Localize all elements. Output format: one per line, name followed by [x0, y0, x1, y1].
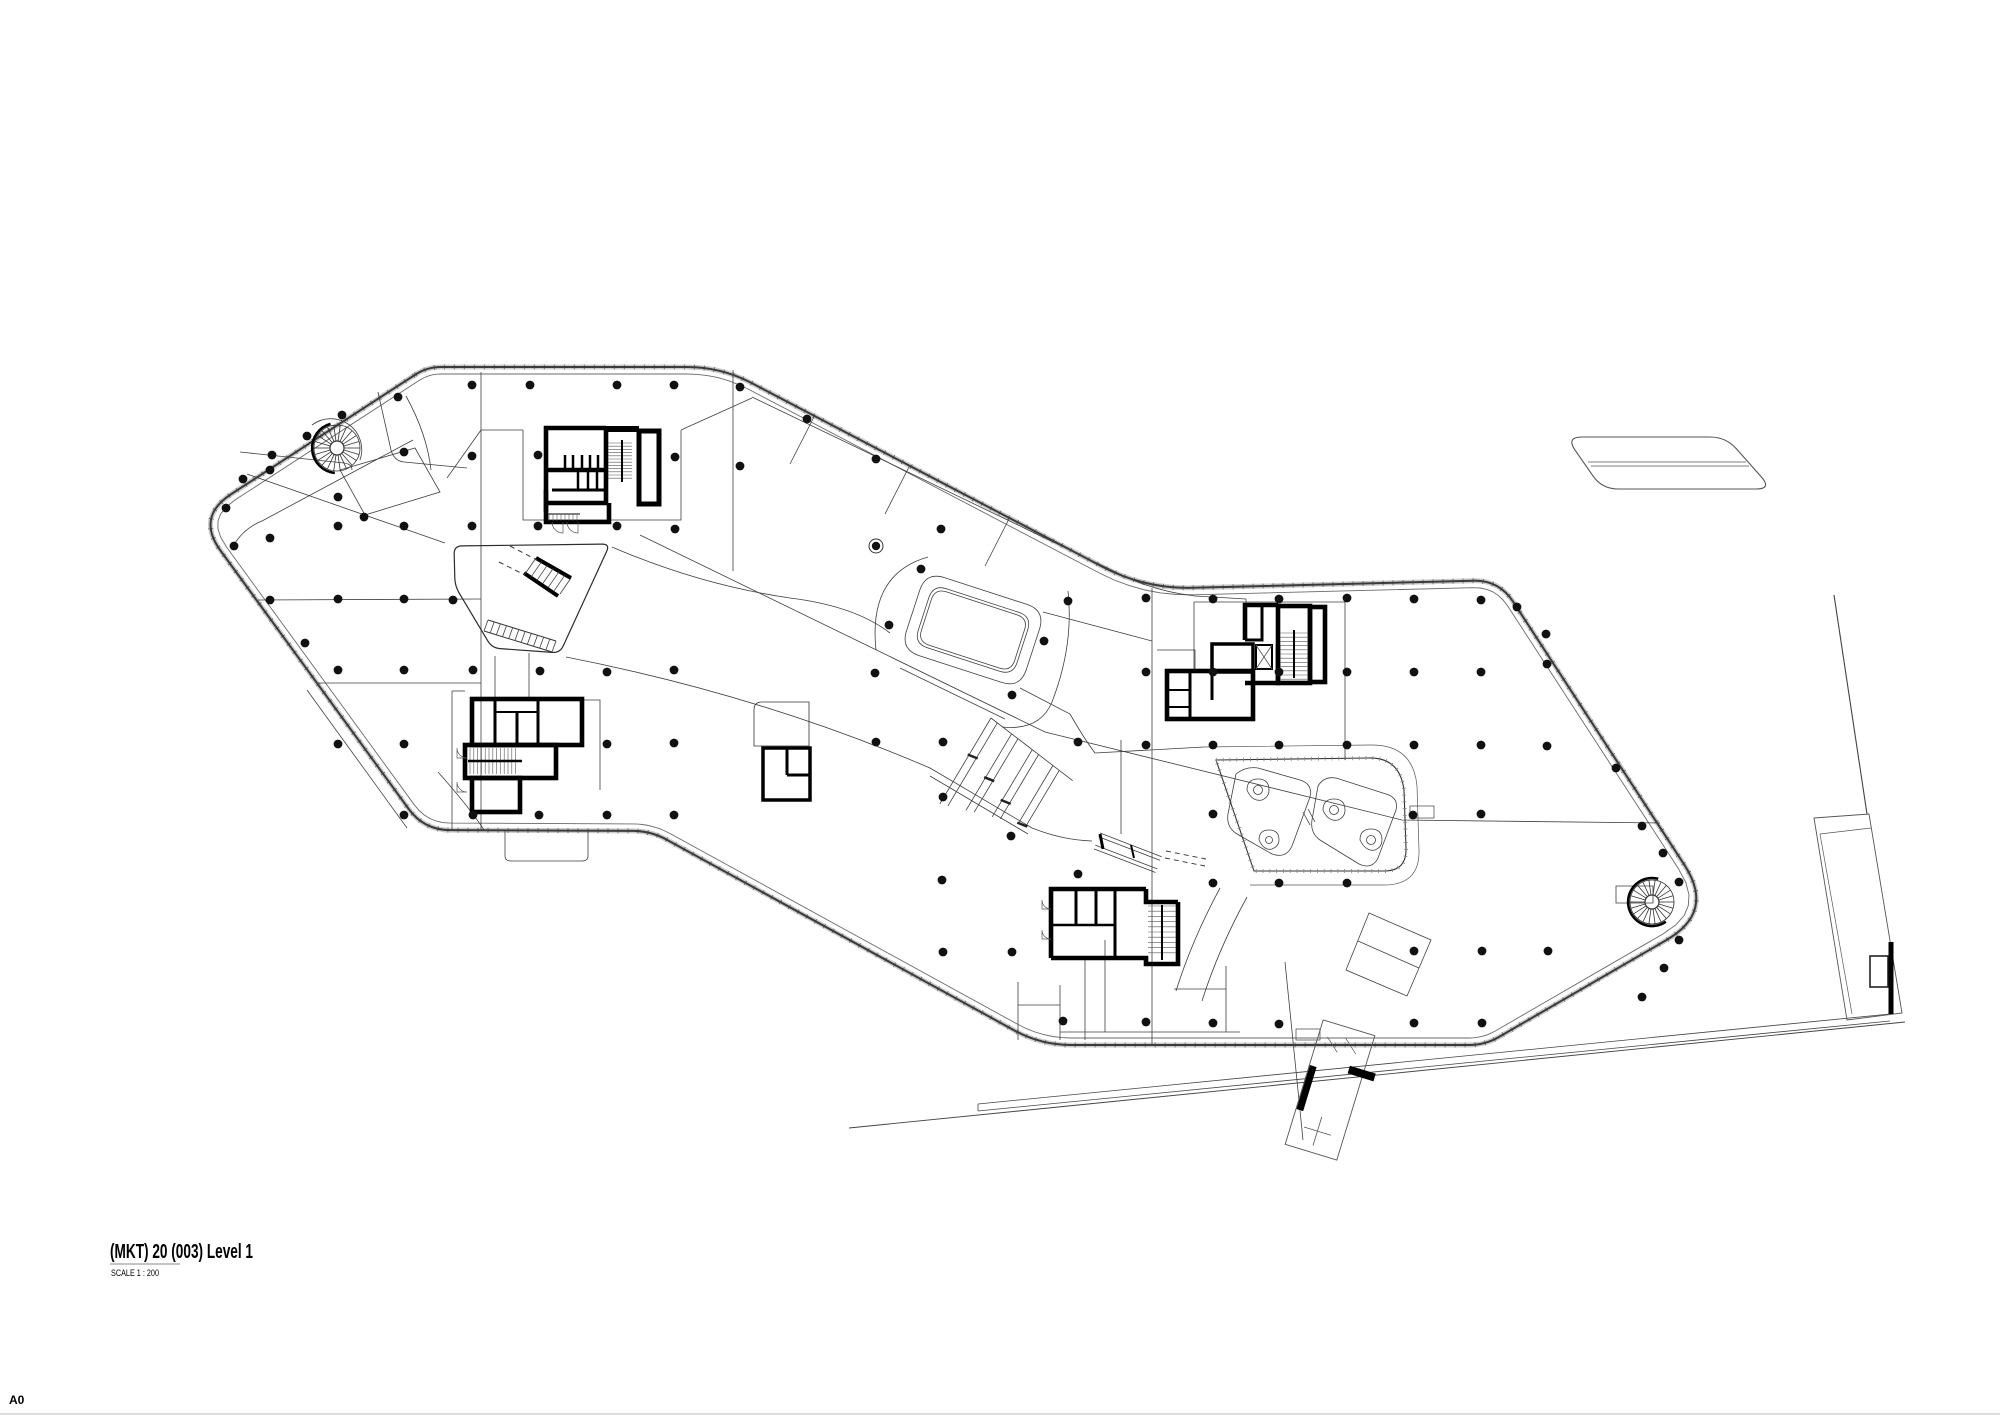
- svg-text:SCALE 1 : 200: SCALE 1 : 200: [111, 1268, 159, 1279]
- svg-text:A0: A0: [9, 1393, 25, 1407]
- svg-text:(MKT) 20 (003) Level 1: (MKT) 20 (003) Level 1: [110, 1241, 253, 1263]
